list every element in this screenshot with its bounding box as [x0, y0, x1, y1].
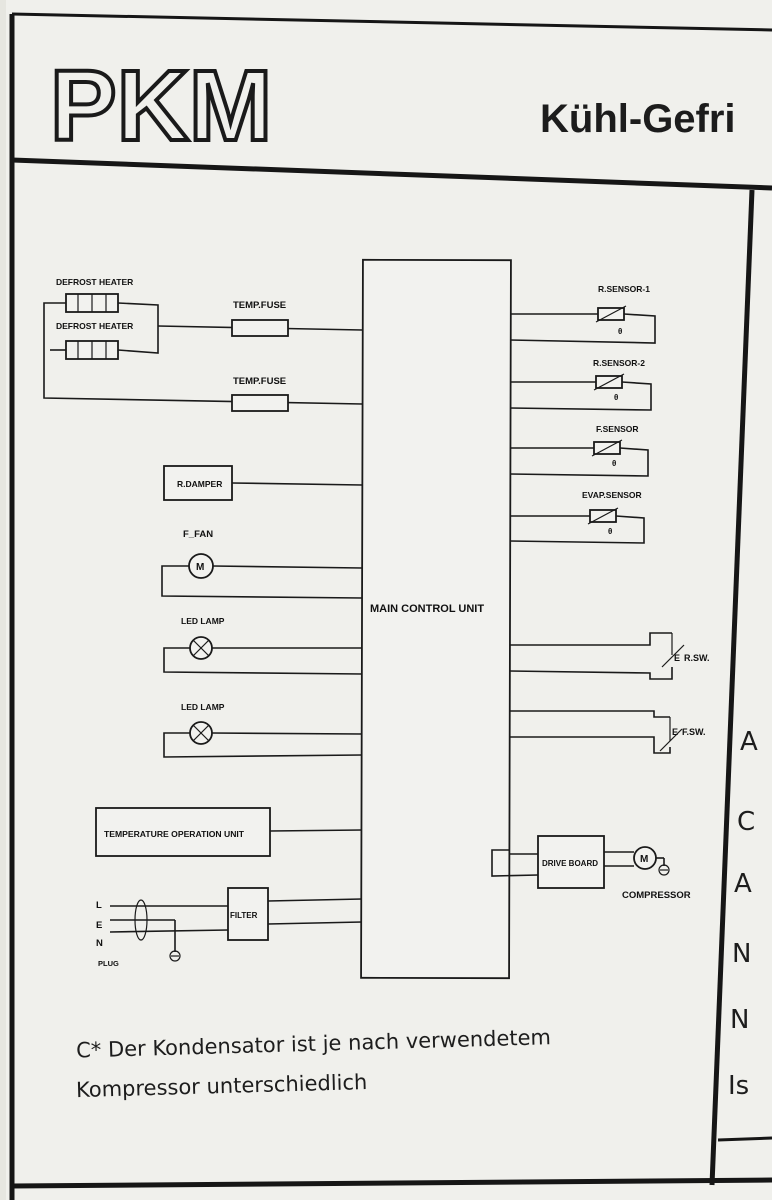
- ferrite-core-icon: [134, 899, 148, 941]
- right-column-letter-3: A: [734, 869, 752, 899]
- right-column-letter-4: N: [732, 939, 751, 969]
- defrost-heater-1-label: DEFROST HEATER: [56, 277, 133, 287]
- filter: FILTER: [227, 887, 363, 941]
- ground-icon: [658, 864, 670, 876]
- sensor-r1-symbol: θ: [618, 327, 622, 336]
- main-control-unit-label: MAIN CONTROL UNIT: [370, 603, 484, 615]
- freezer-fan: F_FAN M: [161, 529, 363, 599]
- panel-divider: [709, 189, 755, 1186]
- plug-line-e: E: [96, 920, 102, 931]
- right-column-letter-1: A: [740, 727, 758, 757]
- compressor-motor-symbol: M: [640, 854, 648, 865]
- door-switch-f: E F.SW.: [510, 710, 706, 754]
- door-switch-f-prefix: E: [672, 727, 678, 737]
- frame-top-border: [11, 12, 772, 32]
- temp-fuse-1-label: TEMP.FUSE: [233, 300, 286, 311]
- ground-icon: [169, 950, 181, 962]
- power-plug: L E N PLUG: [96, 899, 229, 968]
- led-lamp-2: LED LAMP: [163, 702, 363, 758]
- sensor-f: F.SENSOR θ: [509, 424, 649, 477]
- right-column-letter-2: C: [737, 807, 755, 837]
- door-switch-r-label: R.SW.: [684, 653, 710, 663]
- door-switch-f-label: F.SW.: [682, 727, 706, 737]
- sensor-r1: R.SENSOR-1 θ: [509, 284, 656, 344]
- right-cell-line: [717, 1136, 772, 1142]
- sensor-evap-label: EVAP.SENSOR: [582, 490, 642, 500]
- right-column-letter-5: N: [730, 1005, 749, 1035]
- pkm-logo-text: PKM: [50, 50, 272, 162]
- r-damper: R.DAMPER: [163, 465, 363, 501]
- led-lamp-2-label: LED LAMP: [181, 702, 225, 712]
- page-title: Kühl-Gefri: [540, 97, 736, 141]
- sensor-r2: R.SENSOR-2 θ: [509, 358, 652, 411]
- temp-fuse-2-label: TEMP.FUSE: [233, 376, 286, 387]
- sensor-r1-label: R.SENSOR-1: [598, 284, 650, 294]
- led-lamp-1-label: LED LAMP: [181, 616, 225, 626]
- main-control-unit: MAIN CONTROL UNIT: [360, 258, 512, 980]
- sensor-f-label: F.SENSOR: [596, 424, 639, 434]
- temp-fuse-1: TEMP.FUSE: [231, 300, 289, 337]
- freezer-fan-label: F_FAN: [183, 529, 213, 540]
- drive-board: DRIVE BOARD: [491, 835, 634, 889]
- compressor: M COMPRESSOR: [622, 846, 691, 901]
- compressor-label: COMPRESSOR: [622, 890, 691, 901]
- defrost-heater-2-label: DEFROST HEATER: [56, 321, 133, 331]
- temp-fuse-2: TEMP.FUSE: [231, 376, 289, 412]
- sensor-f-symbol: θ: [612, 459, 616, 468]
- temperature-operation-unit: TEMPERATURE OPERATION UNIT: [95, 807, 363, 857]
- door-switch-r-prefix: E: [674, 653, 680, 663]
- lamp-icon: [189, 721, 213, 745]
- plug-line-n: N: [96, 938, 103, 949]
- plug-line-l: L: [96, 900, 102, 911]
- sensor-evap-symbol: θ: [608, 527, 612, 536]
- temperature-operation-unit-label: TEMPERATURE OPERATION UNIT: [104, 829, 245, 839]
- plug-label: PLUG: [98, 959, 119, 968]
- r-damper-label: R.DAMPER: [177, 479, 222, 489]
- sensor-r2-label: R.SENSOR-2: [593, 358, 645, 368]
- frame-bottom-border: [11, 1177, 772, 1189]
- header-divider: [11, 157, 772, 191]
- filter-label: FILTER: [230, 911, 258, 920]
- drive-board-label: DRIVE BOARD: [542, 859, 598, 868]
- door-switch-r: E R.SW.: [509, 632, 710, 680]
- sensor-evap: EVAP.SENSOR θ: [509, 490, 645, 544]
- sensor-r2-symbol: θ: [614, 393, 618, 402]
- right-column-letter-6: Is: [728, 1071, 749, 1101]
- fan-motor-symbol: M: [196, 562, 204, 573]
- pkm-logo: PKM: [48, 48, 274, 164]
- lamp-icon: [189, 636, 213, 660]
- led-lamp-1: LED LAMP: [163, 616, 363, 675]
